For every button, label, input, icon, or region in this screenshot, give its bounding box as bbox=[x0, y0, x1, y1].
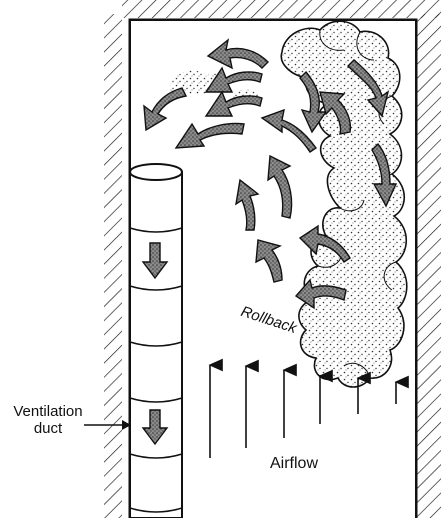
airflow-label: Airflow bbox=[270, 455, 318, 472]
ceiling-hatch bbox=[122, 0, 441, 18]
ventilation-label-line2: duct bbox=[4, 420, 92, 437]
right-wall-hatch bbox=[416, 14, 441, 518]
ventilation-label-line1: Ventilation bbox=[4, 403, 92, 420]
left-wall-hatch bbox=[104, 14, 122, 518]
ventilation-duct bbox=[130, 164, 182, 518]
ventilation-duct-label: Ventilation duct bbox=[4, 403, 92, 437]
